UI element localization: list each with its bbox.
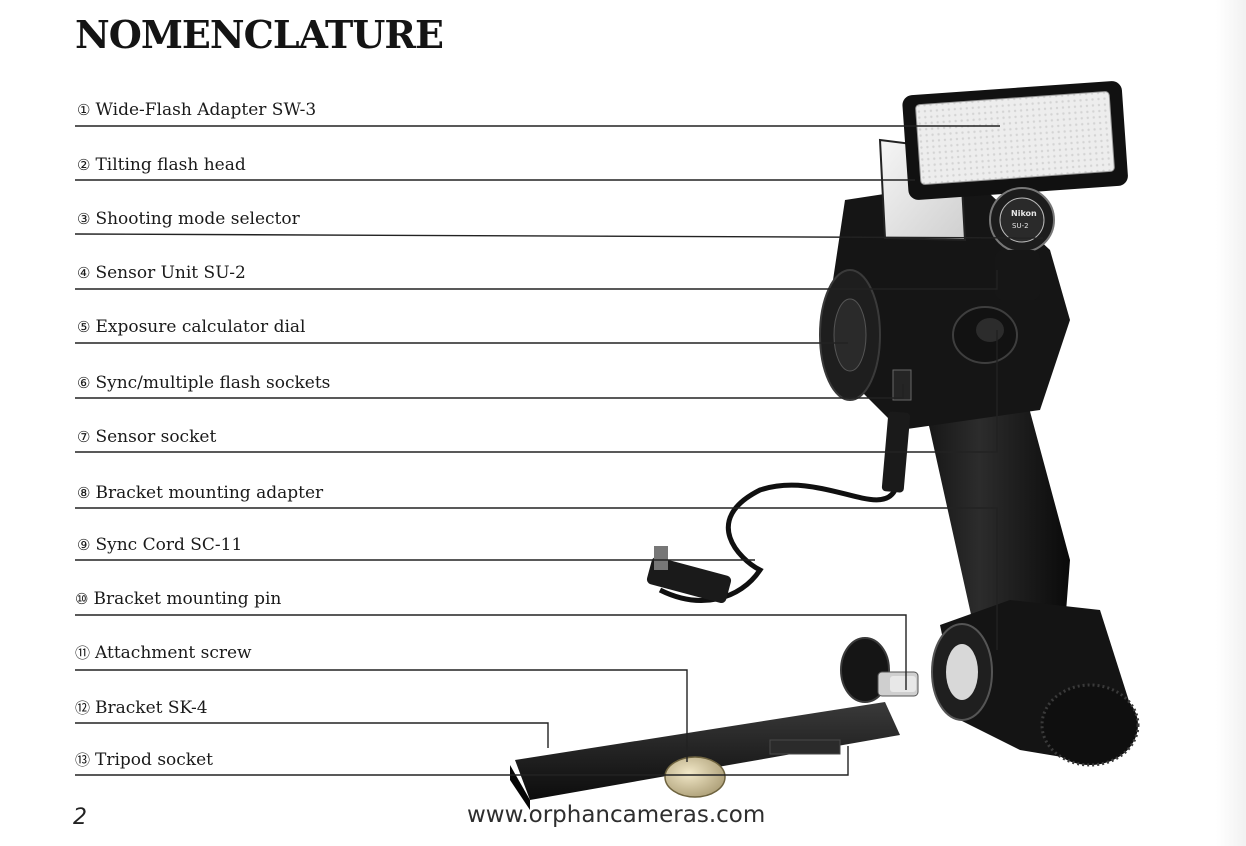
- label-name: Exposure calculator dial: [95, 317, 306, 337]
- label-name: Tripod socket: [95, 750, 213, 770]
- label-number: ⑤: [77, 318, 91, 336]
- label-number: ④: [77, 264, 91, 282]
- label-name: Attachment screw: [95, 643, 252, 663]
- label-name: Bracket mounting adapter: [95, 483, 324, 503]
- label-name: Sync/multiple flash sockets: [95, 373, 331, 393]
- attachment-screw-knob: [664, 756, 726, 798]
- label-name: Bracket SK-4: [95, 698, 208, 718]
- label-name: Sensor Unit SU-2: [95, 263, 246, 283]
- page-number: 2: [73, 805, 87, 830]
- label-name: Bracket mounting pin: [93, 589, 282, 609]
- label-number: ①: [77, 101, 91, 119]
- label-number: ⑥: [77, 374, 91, 392]
- page-edge-shadow: [1216, 0, 1246, 846]
- label-number: ⑦: [77, 428, 91, 446]
- label-name: Wide-Flash Adapter SW-3: [95, 100, 317, 120]
- device-sensor-label: SU-2: [1012, 222, 1029, 230]
- wide-flash-adapter: [902, 81, 1128, 200]
- label-number: ⑪: [75, 644, 91, 662]
- device-brand-label: Nikon: [1011, 209, 1037, 218]
- label-number: ⑨: [77, 536, 91, 554]
- label-number: ⑬: [75, 751, 91, 769]
- sync-sockets: [892, 369, 912, 401]
- label-number: ②: [77, 156, 91, 174]
- label-name: Sensor socket: [95, 427, 217, 447]
- label-name: Tilting flash head: [95, 155, 246, 175]
- page-title: NOMENCLATURE: [75, 12, 444, 57]
- label-name: Shooting mode selector: [95, 209, 300, 229]
- label-name: Sync Cord SC-11: [95, 535, 243, 555]
- leader-lines: [74, 125, 1044, 776]
- label-number: ⑩: [75, 590, 89, 608]
- label-number: ⑫: [75, 699, 91, 717]
- label-number: ⑧: [77, 484, 91, 502]
- label-number: ③: [77, 210, 91, 228]
- watermark-url: www.orphancameras.com: [467, 802, 766, 828]
